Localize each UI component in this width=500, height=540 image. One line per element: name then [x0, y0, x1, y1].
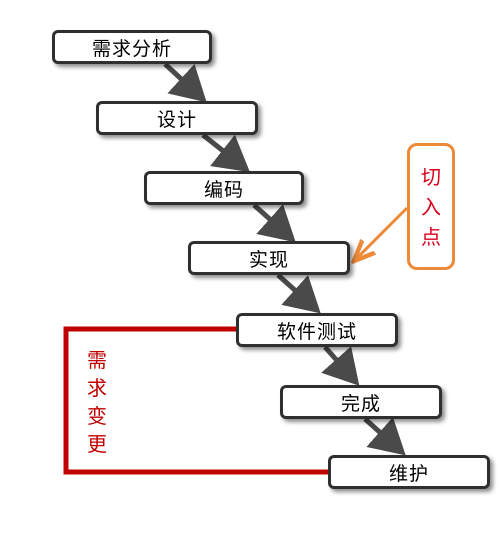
arrow-4-5	[276, 273, 321, 314]
arrow-5-6	[321, 345, 360, 386]
entry-point-char: 切	[421, 164, 441, 189]
step-coding: 编码	[144, 171, 304, 205]
requirement-change-char: 求	[87, 376, 107, 400]
arrow-3-4	[252, 203, 296, 243]
arrow-6-7	[363, 417, 406, 456]
step-design: 设计	[96, 101, 258, 135]
entry-arrow	[356, 206, 409, 259]
requirement-change-label: 需 求 变 更	[80, 346, 114, 458]
requirement-change-char: 更	[87, 432, 107, 456]
step-implementation: 实现	[188, 241, 350, 275]
entry-point-char: 入	[421, 194, 441, 219]
arrow-2-3	[201, 133, 250, 173]
step-completion: 完成	[280, 385, 442, 419]
step-software-testing: 软件测试	[236, 313, 398, 347]
step-requirements-analysis: 需求分析	[52, 30, 212, 64]
requirement-change-char: 变	[87, 404, 107, 428]
entry-point-label: 切 入 点	[407, 143, 455, 270]
change-loop-line	[63, 326, 328, 475]
requirement-change-char: 需	[87, 348, 107, 372]
step-maintenance: 维护	[328, 455, 490, 489]
arrow-1-2	[163, 62, 207, 103]
entry-point-char: 点	[421, 224, 441, 249]
